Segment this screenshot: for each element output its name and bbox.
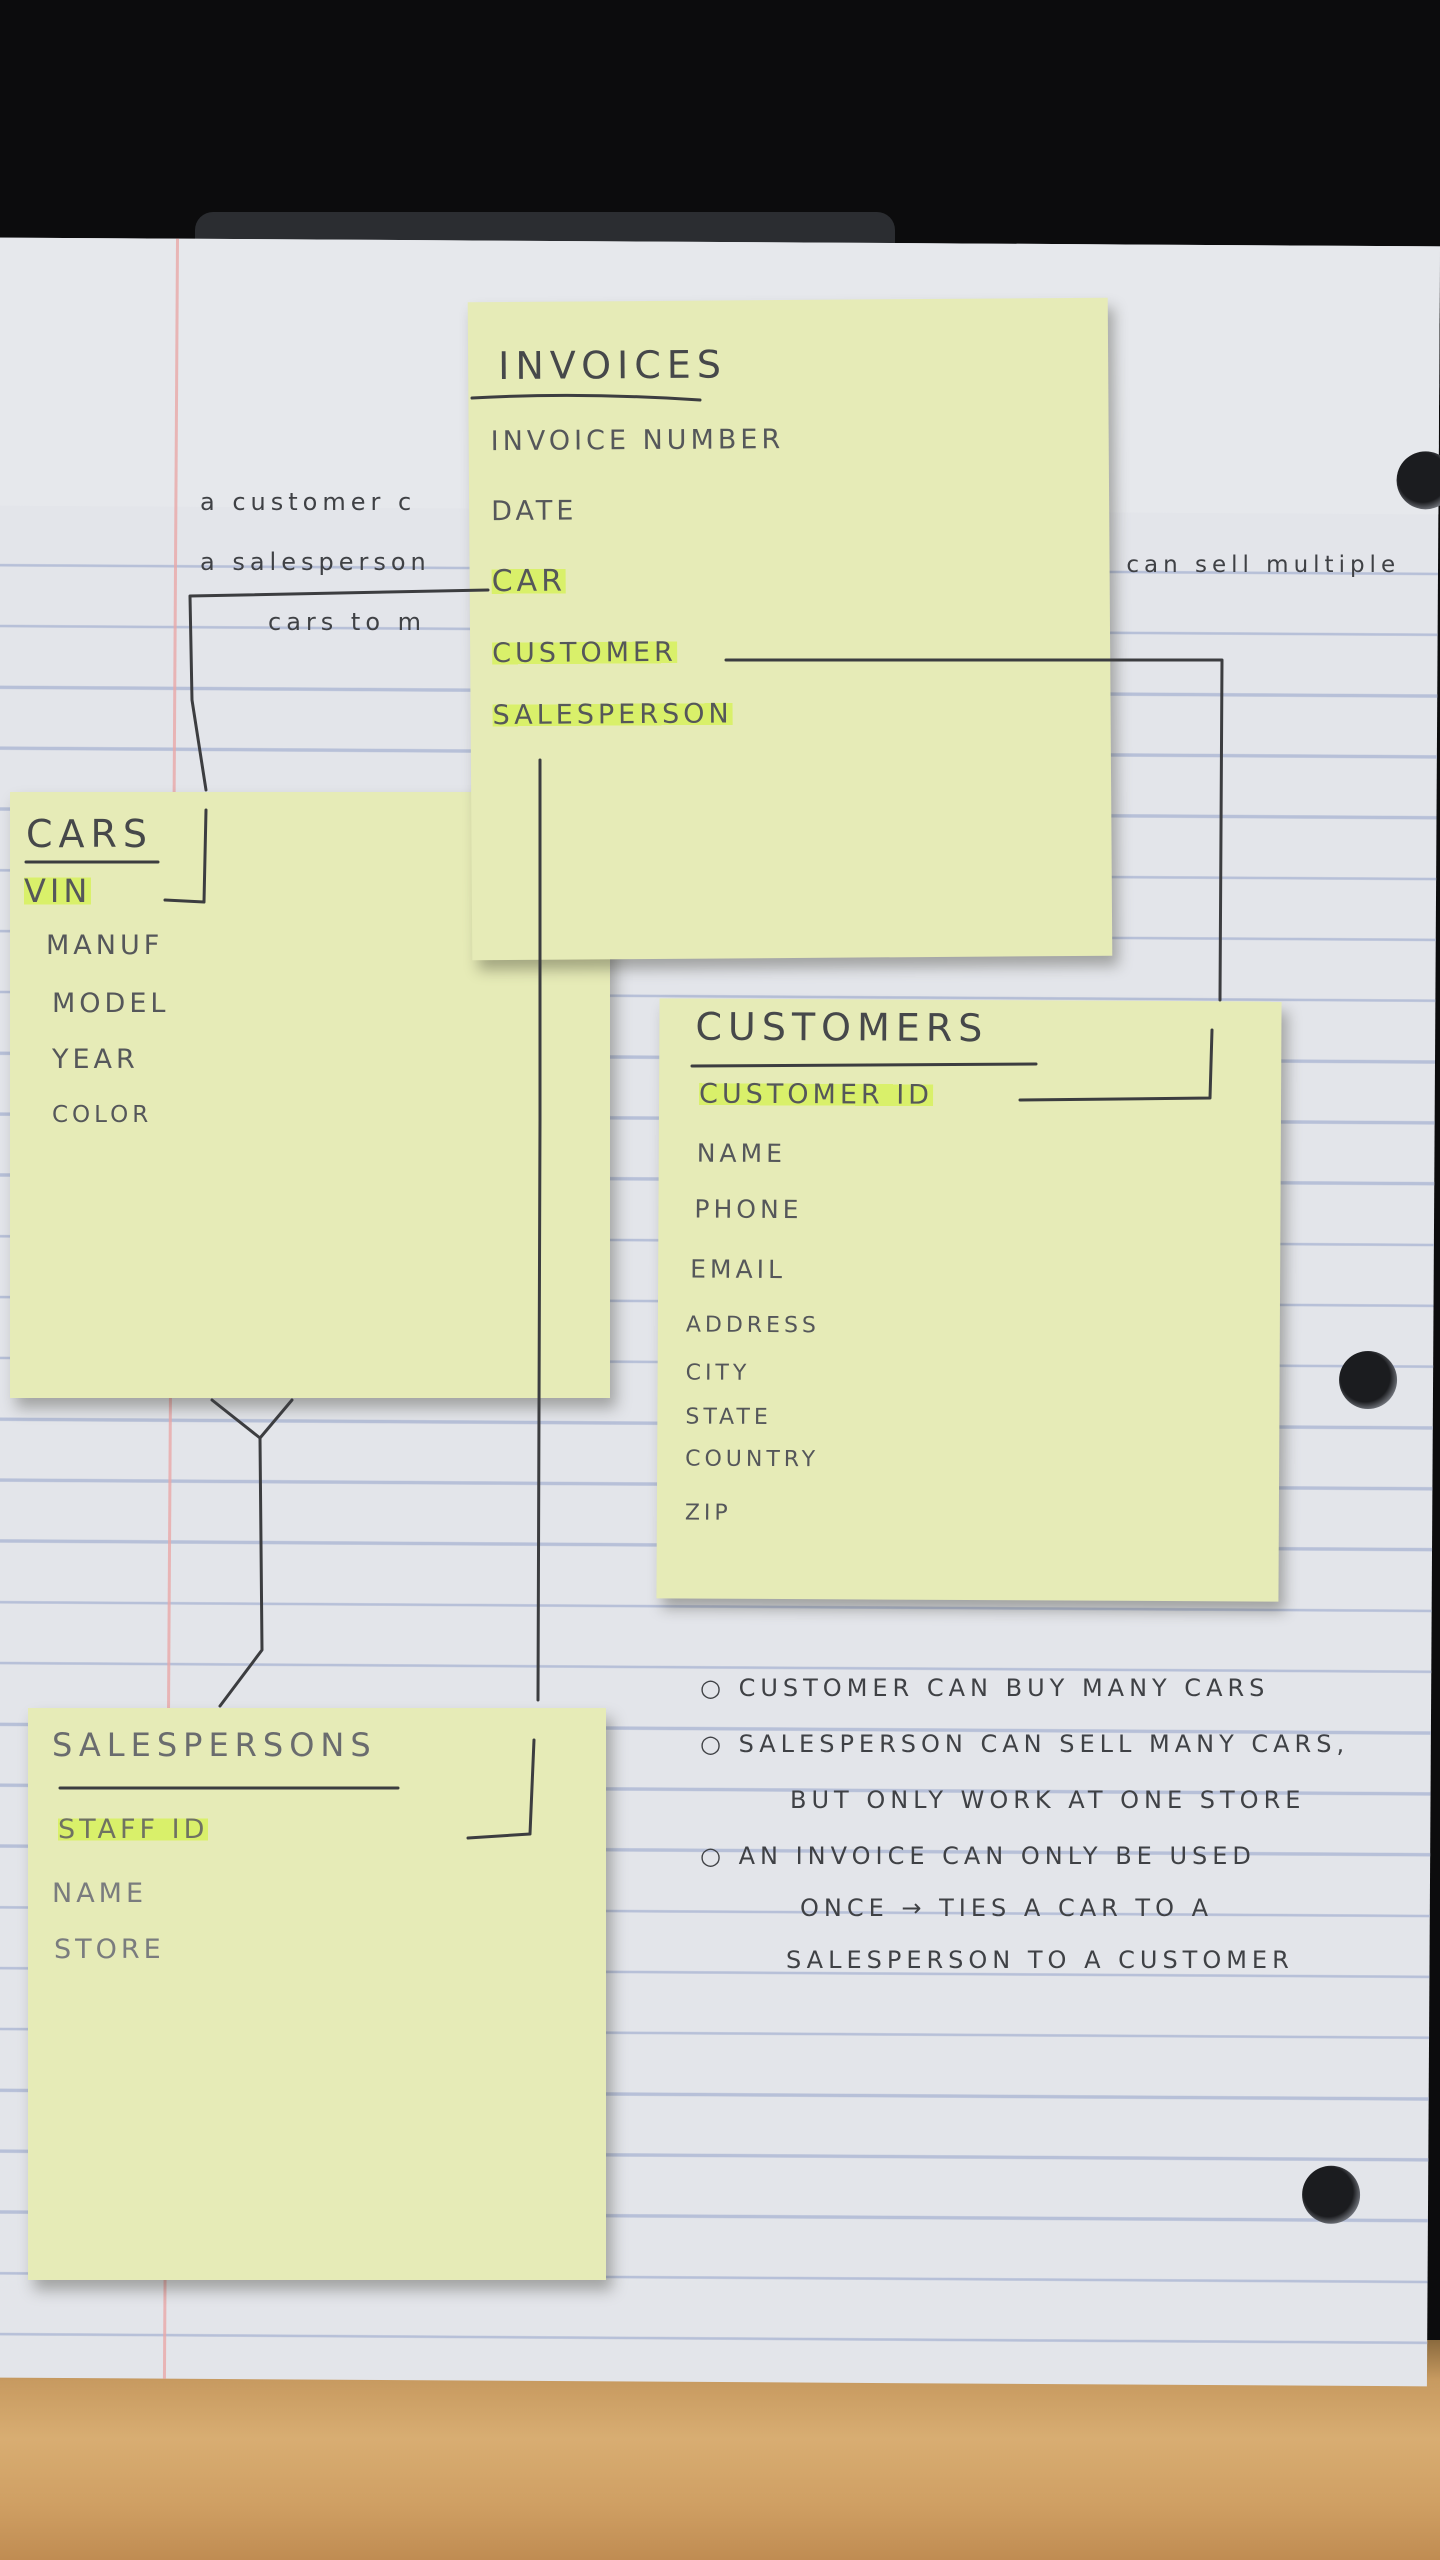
cars-field-model: MODEL [52, 988, 170, 1019]
salespersons-sticky-note: SALESPERSONS STAFF ID NAME STORE [28, 1708, 606, 2280]
bullet-2-text: SALESPERSON CAN SELL MANY CARS, [738, 1730, 1350, 1758]
bullet-1-text: CUSTOMER CAN BUY MANY CARS [738, 1674, 1270, 1702]
bullet-2: ○ SALESPERSON CAN SELL MANY CARS, [700, 1730, 1349, 1758]
customers-field-customer-id: CUSTOMER ID [698, 1078, 934, 1111]
customers-sticky-note: CUSTOMERS CUSTOMER ID NAME PHONE EMAIL A… [656, 998, 1282, 1602]
invoices-sticky-note: INVOICES INVOICE NUMBER DATE CAR CUSTOME… [467, 297, 1113, 961]
invoices-field-salesperson: SALESPERSON [492, 698, 733, 732]
customers-title: CUSTOMERS [695, 1004, 989, 1051]
bullet-dot: ○ [700, 1842, 739, 1870]
bullet-1: ○ CUSTOMER CAN BUY MANY CARS [700, 1674, 1269, 1702]
page-note-line-2-right: t can sell multiple [1100, 552, 1401, 578]
page-note-line-2: a salesperson [200, 548, 431, 576]
salespersons-field-store: STORE [54, 1934, 165, 1965]
page-note-line-3: cars to m [268, 608, 427, 636]
cars-field-color: COLOR [52, 1102, 153, 1128]
salespersons-field-staff-id: STAFF ID [58, 1814, 209, 1845]
customers-field-address: ADDRESS [685, 1312, 820, 1339]
cars-field-year: YEAR [52, 1044, 139, 1075]
customers-field-name: NAME [696, 1138, 787, 1169]
customers-field-phone: PHONE [694, 1194, 803, 1225]
customers-field-city: CITY [685, 1360, 751, 1386]
cars-sticky-note: CARS VIN MANUF MODEL YEAR COLOR [10, 792, 610, 1398]
salespersons-field-name: NAME [52, 1878, 148, 1909]
invoices-field-date: DATE [491, 495, 578, 528]
salespersons-title: SALESPERSONS [52, 1726, 377, 1764]
customers-field-zip: ZIP [684, 1500, 732, 1526]
bullet-3-continued-2: SALESPERSON TO A CUSTOMER [786, 1946, 1294, 1974]
bullet-3: ○ AN INVOICE CAN ONLY BE USED [700, 1842, 1256, 1870]
bullet-2-continued: BUT ONLY WORK AT ONE STORE [790, 1786, 1306, 1814]
bullet-3-text: AN INVOICE CAN ONLY BE USED [738, 1842, 1256, 1870]
invoices-title: INVOICES [498, 342, 728, 389]
customers-field-email: EMAIL [690, 1254, 787, 1285]
bullet-dot: ○ [700, 1730, 739, 1758]
page-note-line-1: a customer c [200, 488, 417, 516]
invoices-field-customer: CUSTOMER [492, 636, 677, 670]
invoices-field-car: CAR [491, 563, 567, 600]
invoices-field-invoice-number: INVOICE NUMBER [490, 424, 785, 458]
customers-field-state: STATE [685, 1404, 772, 1430]
bullet-3-continued-1: ONCE → TIES A CAR TO A [800, 1894, 1214, 1922]
bullet-dot: ○ [700, 1674, 739, 1702]
cars-field-vin: VIN [24, 872, 92, 910]
cars-title: CARS [26, 812, 154, 856]
customers-field-country: COUNTRY [685, 1446, 820, 1473]
punch-hole-middle [1338, 1350, 1398, 1410]
punch-hole-bottom [1301, 2165, 1361, 2224]
cars-field-manuf: MANUF [46, 930, 164, 961]
